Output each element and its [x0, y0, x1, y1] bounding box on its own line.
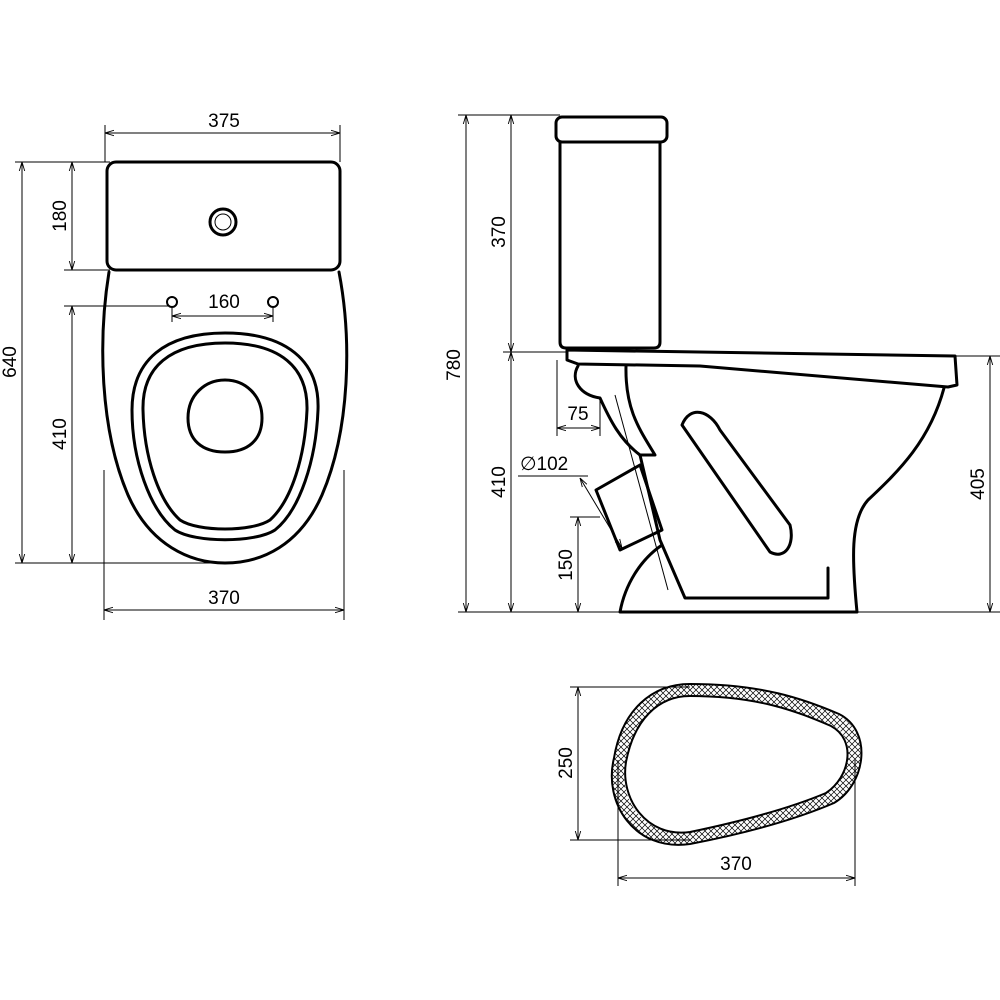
dim-370-footprint: 370	[720, 854, 752, 875]
tank-body	[558, 140, 662, 350]
mount-hole-right	[267, 296, 279, 308]
flush-button-inner	[214, 213, 232, 231]
seat-inner	[141, 341, 309, 531]
dim-410-side: 410	[489, 466, 510, 498]
dim-150: 150	[556, 549, 577, 581]
dim-780: 780	[444, 349, 465, 381]
dim-160: 160	[208, 292, 240, 313]
trap-wall	[680, 410, 793, 556]
dim-diameter-102: ∅102	[520, 454, 568, 475]
footprint-view: 250 370	[556, 683, 863, 886]
dim-405: 405	[968, 468, 989, 500]
mount-hole-left	[166, 296, 178, 308]
tank-lid	[554, 115, 669, 144]
dim-640: 640	[0, 346, 21, 378]
seat-outer	[130, 331, 320, 542]
side-view: 780 370 410 75 ∅102 150 405	[444, 114, 1000, 614]
dim-250: 250	[556, 747, 577, 779]
footprint-outline-hatched	[612, 683, 861, 845]
bowl-body	[618, 386, 946, 614]
dim-75: 75	[567, 404, 588, 425]
dim-370-top: 370	[208, 588, 240, 609]
dim-180: 180	[50, 200, 71, 232]
flush-button-icon	[208, 207, 238, 237]
tank-top	[105, 160, 342, 272]
dim-410: 410	[50, 418, 71, 450]
trap-channel	[573, 364, 657, 457]
dim-375: 375	[208, 111, 240, 132]
top-view: 375 180 410 640 160 370	[0, 111, 349, 620]
trap-inner	[638, 453, 830, 600]
bowl-opening	[186, 378, 264, 454]
bowl-rim	[565, 348, 959, 389]
dim-370-tank: 370	[489, 216, 510, 248]
